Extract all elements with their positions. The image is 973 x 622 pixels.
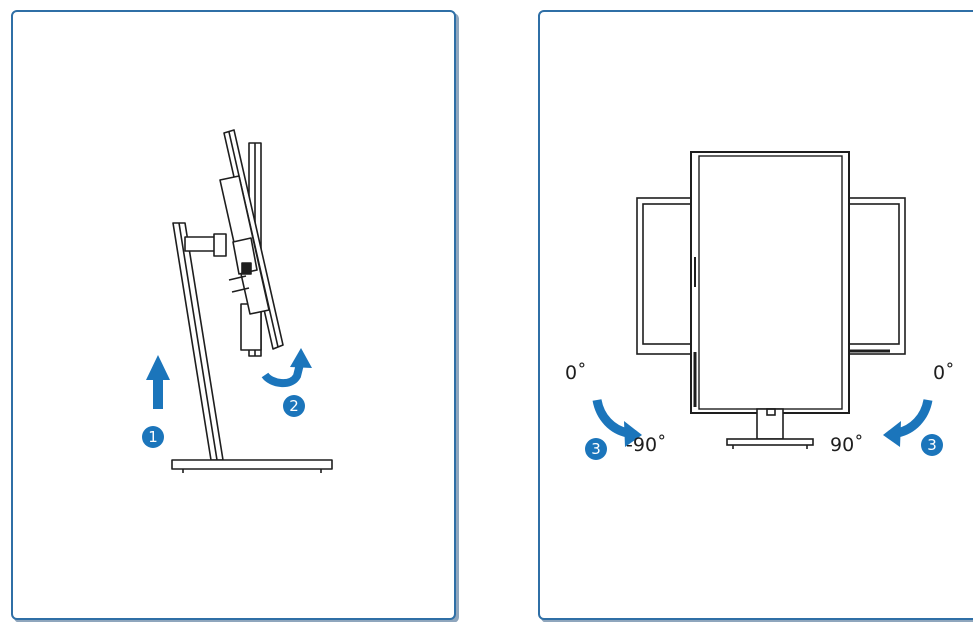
step-1-badge: 1 bbox=[142, 426, 164, 448]
left-start-angle-label: 0˚ bbox=[565, 362, 587, 384]
lift-step-panel: 1 2 bbox=[11, 10, 456, 620]
clockwise-arrow-icon bbox=[883, 398, 933, 447]
monitor-side-view-diagram bbox=[146, 129, 333, 473]
curved-up-arrow-icon bbox=[261, 348, 312, 387]
left-end-angle-label: -90˚ bbox=[626, 434, 667, 456]
stand-column bbox=[172, 222, 224, 461]
rotate-step-panel: 0˚ -90˚ 0˚ 90˚ 3 3 bbox=[538, 10, 973, 620]
monitor-front-view-diagram bbox=[592, 151, 933, 449]
stand-base bbox=[171, 459, 333, 473]
right-end-angle-label: 90˚ bbox=[830, 434, 864, 456]
step-2-badge: 2 bbox=[283, 395, 305, 417]
hinge-arm bbox=[184, 233, 227, 257]
monitor-portrait bbox=[690, 151, 850, 414]
counterclockwise-arrow-icon bbox=[592, 398, 642, 447]
monitor-tilted bbox=[219, 129, 284, 350]
monitor-stand bbox=[726, 408, 814, 449]
step-3-badge-right: 3 bbox=[921, 434, 943, 456]
up-arrow-icon bbox=[146, 355, 170, 409]
right-start-angle-label: 0˚ bbox=[933, 362, 955, 384]
step-3-badge-left: 3 bbox=[585, 438, 607, 460]
